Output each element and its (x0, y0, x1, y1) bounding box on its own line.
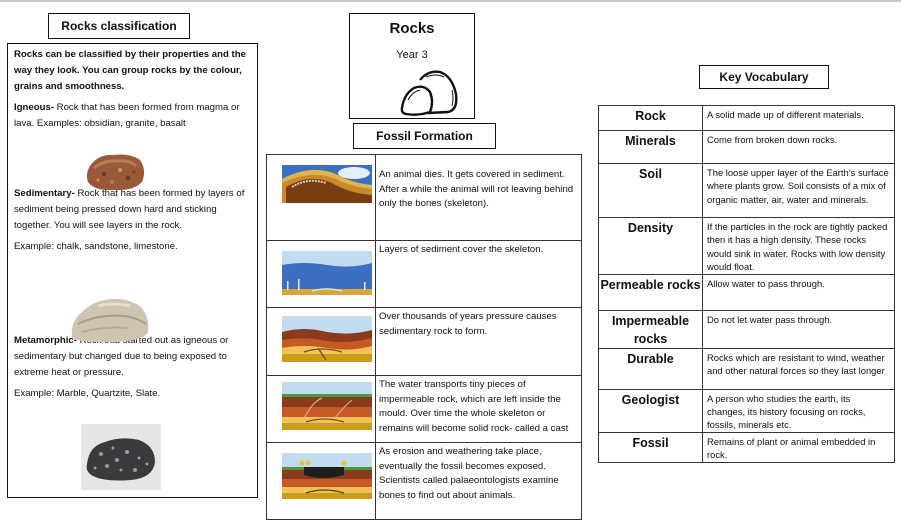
animal-dies-scene (282, 165, 372, 203)
vocab-definition: Come from broken down rocks. (702, 130, 895, 164)
vocab-row: Minerals Come from broken down rocks. (598, 130, 895, 164)
igneous-label: Igneous- (14, 102, 54, 113)
fossil-formation-table: An animal dies. It gets covered in sedim… (266, 154, 582, 520)
vocab-term: Rock (598, 105, 703, 131)
sedimentary-text: Rock that has been formed by layers of s… (14, 188, 245, 231)
vocab-term: Geologist (598, 388, 703, 433)
vocab-row: Fossil Remains of plant or animal embedd… (598, 431, 895, 463)
vocab-definition: The loose upper layer of the Earth’s sur… (702, 163, 895, 218)
sedimentary-rock-scene (282, 316, 372, 362)
classification-intro: Rocks can be classified by their propert… (14, 49, 246, 92)
metamorphic-example: Example: Marble, Quartzite, Slate. (14, 388, 161, 399)
vocab-term: Density (598, 217, 703, 275)
metamorphic-text: Rock that started out as igneous or sedi… (14, 335, 229, 378)
fossil-step-row: The water transports tiny pieces of impe… (266, 375, 582, 443)
vocab-row: Rock A solid made up of different materi… (598, 105, 895, 131)
fossil-step-row: An animal dies. It gets covered in sedim… (266, 154, 582, 241)
vocab-row: Durable Rocks which are resistant to win… (598, 347, 895, 390)
fossil-step-image-cell (266, 154, 376, 241)
vocab-row: Impermeable rocks Do not let water pass … (598, 309, 895, 349)
sediment-layers-scene (282, 251, 372, 295)
vocab-definition: Remains of plant or animal embedded in r… (702, 431, 895, 463)
fossil-step-text: An animal dies. It gets covered in sedim… (375, 154, 582, 241)
rocks-icon (400, 70, 458, 116)
vocab-definition: Rocks which are resistant to wind, weath… (702, 347, 895, 390)
fossil-step-text: Over thousands of years pressure causes … (375, 307, 582, 376)
sedimentary-rock-image (71, 298, 149, 342)
vocab-definition: Do not let water pass through. (702, 309, 895, 349)
fossil-step-text: Layers of sediment cover the skeleton. (375, 240, 582, 308)
fossil-formation-title-text: Fossil Formation (376, 129, 473, 143)
vocab-term: Soil (598, 163, 703, 218)
sedimentary-label: Sedimentary- (14, 188, 75, 199)
page-subtitle: Year 3 (396, 49, 428, 61)
vocab-row: Permeable rocks Allow water to pass thro… (598, 273, 895, 311)
fossil-step-row: Over thousands of years pressure causes … (266, 307, 582, 376)
rocks-classification-title: Rocks classification (48, 13, 190, 39)
vocab-row: Density If the particles in the rock are… (598, 217, 895, 275)
vocab-term: Fossil (598, 431, 703, 463)
rocks-classification-title-text: Rocks classification (61, 19, 177, 33)
key-vocabulary-title: Key Vocabulary (699, 65, 829, 89)
fossil-step-image-cell (266, 307, 376, 376)
vocab-term: Permeable rocks (598, 273, 703, 311)
vocab-term: Impermeable rocks (598, 309, 703, 349)
vocab-term: Minerals (598, 130, 703, 164)
fossil-step-image-cell (266, 240, 376, 308)
vocab-definition: If the particles in the rock are tightly… (702, 217, 895, 275)
rocks-header-box: Rocks Year 3 (349, 13, 475, 119)
igneous-text: Rock that has been formed from magma or … (14, 102, 240, 129)
rocks-classification-panel: Rocks can be classified by their propert… (7, 43, 258, 498)
igneous-description: Igneous- Rock that has been formed from … (14, 100, 251, 132)
excavation-scene (282, 453, 372, 499)
sedimentary-example: Example: chalk, sandstone, limestone. (14, 241, 178, 252)
vocab-term: Durable (598, 347, 703, 390)
fossil-formation-title: Fossil Formation (353, 123, 496, 149)
fossil-step-row: As erosion and weathering take place, ev… (266, 442, 582, 520)
key-vocabulary-table: Rock A solid made up of different materi… (598, 105, 895, 463)
fossil-step-text: As erosion and weathering take place, ev… (375, 442, 582, 520)
sedimentary-description: Sedimentary- Rock that has been formed b… (14, 186, 251, 234)
cast-formation-scene (282, 382, 372, 430)
metamorphic-description: Metamorphic- Rock that started out as ig… (14, 333, 251, 381)
metamorphic-label: Metamorphic- (14, 335, 77, 346)
key-vocabulary-title-text: Key Vocabulary (719, 70, 809, 84)
igneous-rock-image (86, 154, 145, 191)
vocab-row: Soil The loose upper layer of the Earth’… (598, 163, 895, 218)
fossil-step-text: The water transports tiny pieces of impe… (375, 375, 582, 443)
fossil-step-image-cell (266, 442, 376, 520)
page-title: Rocks (389, 20, 435, 37)
fossil-step-row: Layers of sediment cover the skeleton. (266, 240, 582, 308)
vocab-row: Geologist A person who studies the earth… (598, 388, 895, 433)
fossil-step-image-cell (266, 375, 376, 443)
vocab-definition: A solid made up of different materials. (702, 105, 895, 131)
vocab-definition: A person who studies the earth, its chan… (702, 388, 895, 433)
vocab-definition: Allow water to pass through. (702, 273, 895, 311)
metamorphic-rock-image (81, 424, 161, 490)
